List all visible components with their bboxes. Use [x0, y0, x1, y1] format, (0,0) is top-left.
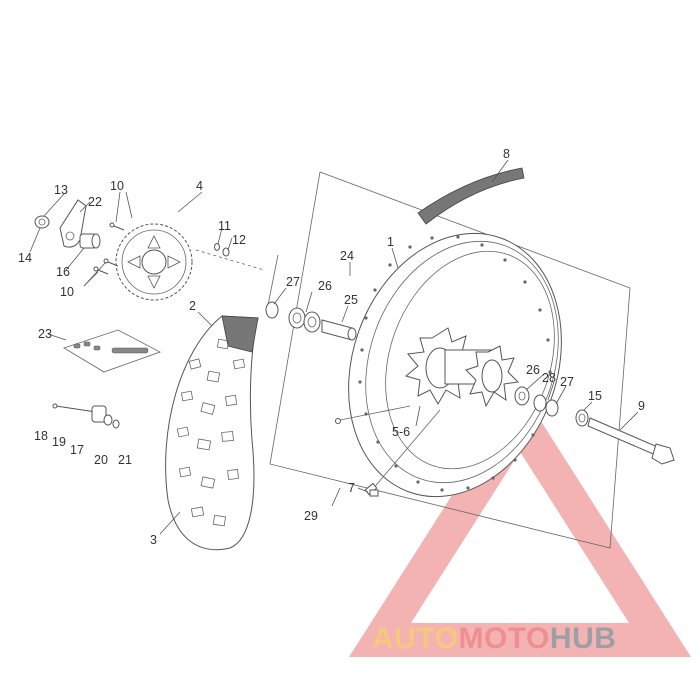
callout-16: 16 [56, 265, 70, 279]
callout-27-right: 27 [560, 375, 574, 389]
callout-5-6: 5-6 [392, 425, 410, 439]
callout-2: 2 [189, 299, 196, 313]
chain-adjuster [34, 199, 101, 249]
watermark-hub: HUB [550, 622, 617, 655]
callout-10-top: 10 [110, 179, 124, 193]
callout-4: 4 [196, 179, 203, 193]
callout-10-bottom: 10 [60, 285, 74, 299]
rim-tape [417, 167, 525, 225]
callout-11: 11 [218, 219, 231, 233]
callout-27-left: 27 [286, 275, 300, 289]
nut-washer [195, 243, 265, 271]
callout-26-right: 26 [526, 363, 540, 377]
callout-12: 12 [232, 233, 246, 247]
callout-15: 15 [588, 389, 602, 403]
callout-20: 20 [94, 453, 108, 467]
rim-spoke-holes [358, 235, 552, 492]
callout-21: 21 [118, 453, 132, 467]
watermark-auto: AUTO [372, 622, 458, 655]
callout-29: 29 [304, 509, 318, 523]
callout-1: 1 [387, 235, 394, 249]
left-bearings [265, 301, 357, 341]
callout-9: 9 [638, 399, 645, 413]
callout-25: 25 [344, 293, 358, 307]
callout-23: 23 [38, 327, 52, 341]
callout-8: 8 [503, 147, 510, 161]
right-bearings [514, 386, 559, 417]
sprocket-bolts [93, 222, 125, 275]
watermark-logo-triangle [349, 388, 691, 657]
sprocket [115, 223, 193, 301]
axle-assembly [575, 409, 675, 465]
callout-7: 7 [348, 481, 355, 495]
spoke-detail [335, 405, 441, 496]
callout-13: 13 [54, 183, 68, 197]
callout-26-left: 26 [318, 279, 332, 293]
tensioner-parts [52, 403, 120, 429]
callout-19: 19 [52, 435, 66, 449]
watermark-wordmark: AUTOMOTOHUB [372, 622, 616, 655]
tire [165, 315, 259, 551]
callout-14: 14 [18, 251, 32, 265]
callout-24: 24 [340, 249, 354, 263]
callout-18: 18 [34, 429, 48, 443]
callout-22: 22 [88, 195, 102, 209]
assembly-frame [267, 171, 631, 549]
hub [404, 327, 520, 408]
svg-text:AUTOMOTOHUB: AUTOMOTOHUB [372, 622, 616, 655]
callout-labels: 8 1 4 2 3 5-6 7 9 15 10 10 11 12 13 14 1… [18, 147, 645, 547]
callout-17: 17 [70, 443, 84, 457]
watermark-moto: MOTO [458, 622, 549, 655]
callout-3: 3 [150, 533, 157, 547]
leader-lines [29, 159, 639, 535]
callout-28: 28 [542, 371, 556, 385]
valve [369, 489, 379, 497]
chain-kit [63, 329, 161, 373]
